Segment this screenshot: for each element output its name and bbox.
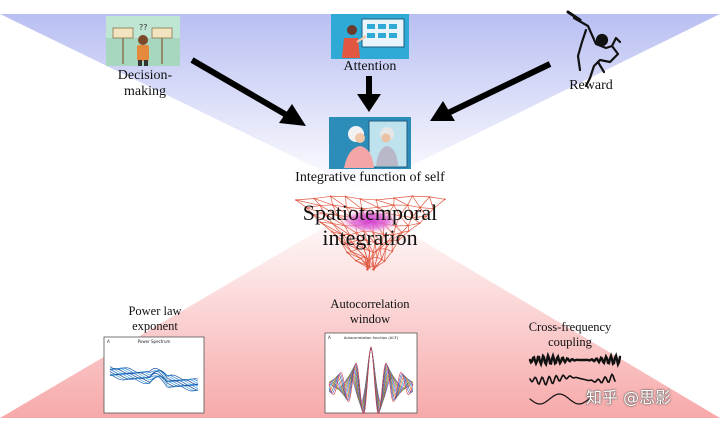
mesh-edge	[430, 197, 445, 199]
label-decision-making: Decision- making	[100, 68, 190, 100]
attention-icon	[331, 14, 409, 59]
mesh-node	[372, 257, 374, 259]
integrative-self-icon	[329, 117, 411, 169]
mesh-node	[369, 266, 371, 268]
power-law-panel-letter: A	[107, 339, 110, 344]
label-reward: Reward	[556, 78, 626, 94]
mesh-node	[367, 266, 369, 268]
mesh-node	[372, 252, 374, 254]
mesh-node	[381, 259, 383, 261]
autocorrelation-plot-title: Autocorrelation function (ACF)	[344, 336, 399, 340]
decision-making-icon: ??	[106, 16, 180, 66]
label-cross-frequency-coupling: Cross-frequency coupling	[515, 320, 625, 350]
power-spectrum-title: Power Spectrum	[138, 339, 171, 344]
label-spatiotemporal: Spatiotemporal	[270, 201, 470, 225]
mesh-node	[412, 195, 414, 197]
mesh-node	[330, 195, 332, 197]
mesh-node	[376, 257, 378, 259]
mesh-node	[393, 197, 395, 199]
svg-text:??: ??	[139, 23, 148, 32]
watermark: 知乎 @思影	[586, 384, 671, 408]
mesh-edge	[314, 196, 331, 198]
autocorrelation-panel-letter: A	[328, 335, 331, 340]
mesh-node	[372, 265, 374, 267]
label-power-law-exponent: Power law exponent	[110, 304, 200, 334]
mesh-node	[367, 269, 369, 271]
mesh-node	[391, 250, 393, 252]
mesh-node	[372, 268, 374, 270]
mesh-node	[345, 196, 347, 198]
mesh-node	[384, 260, 386, 262]
mesh-node	[355, 260, 357, 262]
label-integrative-function: Integrative function of self	[270, 170, 470, 186]
mesh-node	[429, 196, 431, 198]
autocorrelation-plot: Autocorrelation function (ACF) A	[325, 333, 417, 414]
mesh-node	[350, 251, 352, 253]
mesh-node	[373, 267, 375, 269]
label-autocorrelation-window: Autocorrelation window	[315, 297, 425, 327]
label-attention: Attention	[320, 59, 420, 75]
mesh-edge	[412, 196, 429, 197]
mesh-edge	[394, 196, 412, 198]
mesh-node	[375, 250, 377, 252]
mesh-node	[366, 258, 368, 260]
power-law-plot: Power Spectrum A	[104, 337, 204, 413]
mesh-node	[369, 250, 371, 252]
mesh-node	[360, 257, 362, 259]
mesh-node	[444, 198, 446, 200]
mesh-node	[346, 252, 348, 254]
mesh-node	[369, 260, 371, 262]
label-integration: integration	[270, 226, 470, 250]
mesh-node	[364, 256, 366, 258]
